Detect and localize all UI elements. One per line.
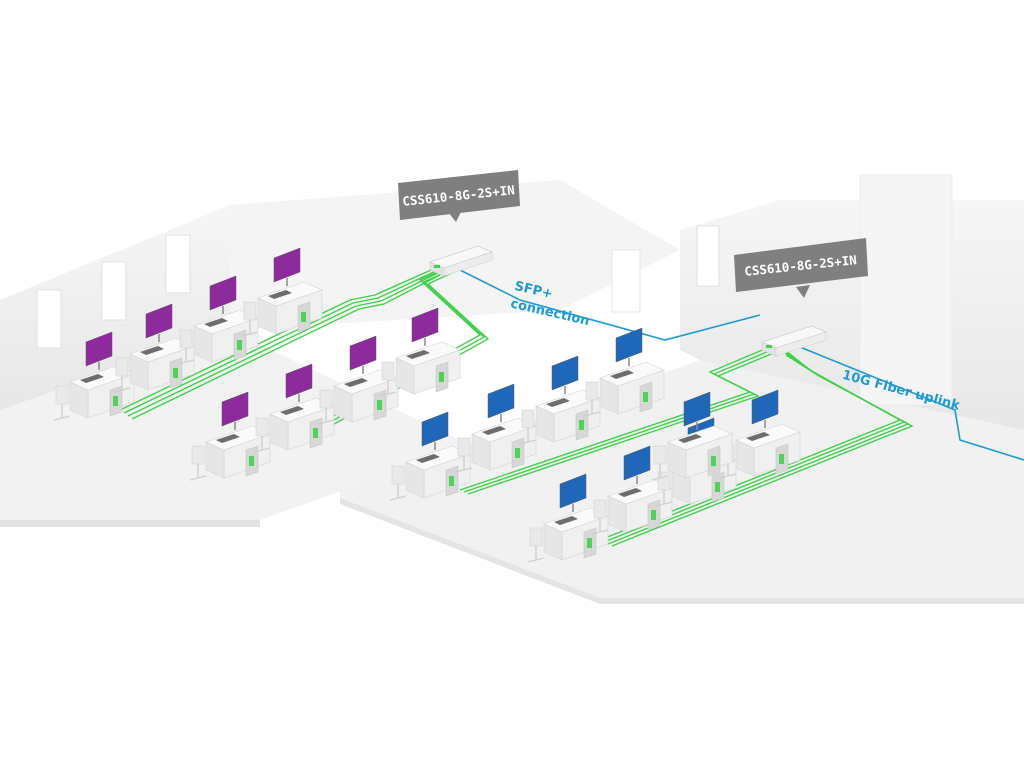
workstation-left [113,303,195,393]
workstation-right [591,445,673,535]
switch-device [760,325,828,357]
fiber-uplink-cable [794,344,1024,461]
workstation-right [527,473,609,563]
window [36,289,62,349]
switch-device [428,245,494,277]
workstation-right [583,327,665,417]
floor-edge-right [340,498,1024,604]
workstation-left [189,391,271,481]
floor-edge [0,520,260,527]
workstation-right [389,411,471,501]
workstation-right [455,383,537,473]
workstation-right [719,389,801,479]
window [611,249,641,313]
window [101,261,127,321]
pillar [859,174,953,406]
workstations [53,247,801,563]
sfp-connection-cable [459,269,761,341]
switch-label-left: CSS610-8G-2S+IN [398,170,520,222]
workstation-right [519,355,601,445]
window [696,225,720,287]
workstation-left [379,307,461,397]
ethernet-cable-bundle [599,345,914,547]
workstation-left [241,247,323,337]
window [165,234,191,294]
workstation-left [253,363,335,453]
workstation-left [317,335,399,425]
fiber-cables [459,269,1024,461]
workstation-right [651,391,733,481]
ethernet-cables [119,265,914,547]
ethernet-cable-bundle [459,345,777,495]
switch-label-right: CSS610-8G-2S+IN [734,238,868,298]
